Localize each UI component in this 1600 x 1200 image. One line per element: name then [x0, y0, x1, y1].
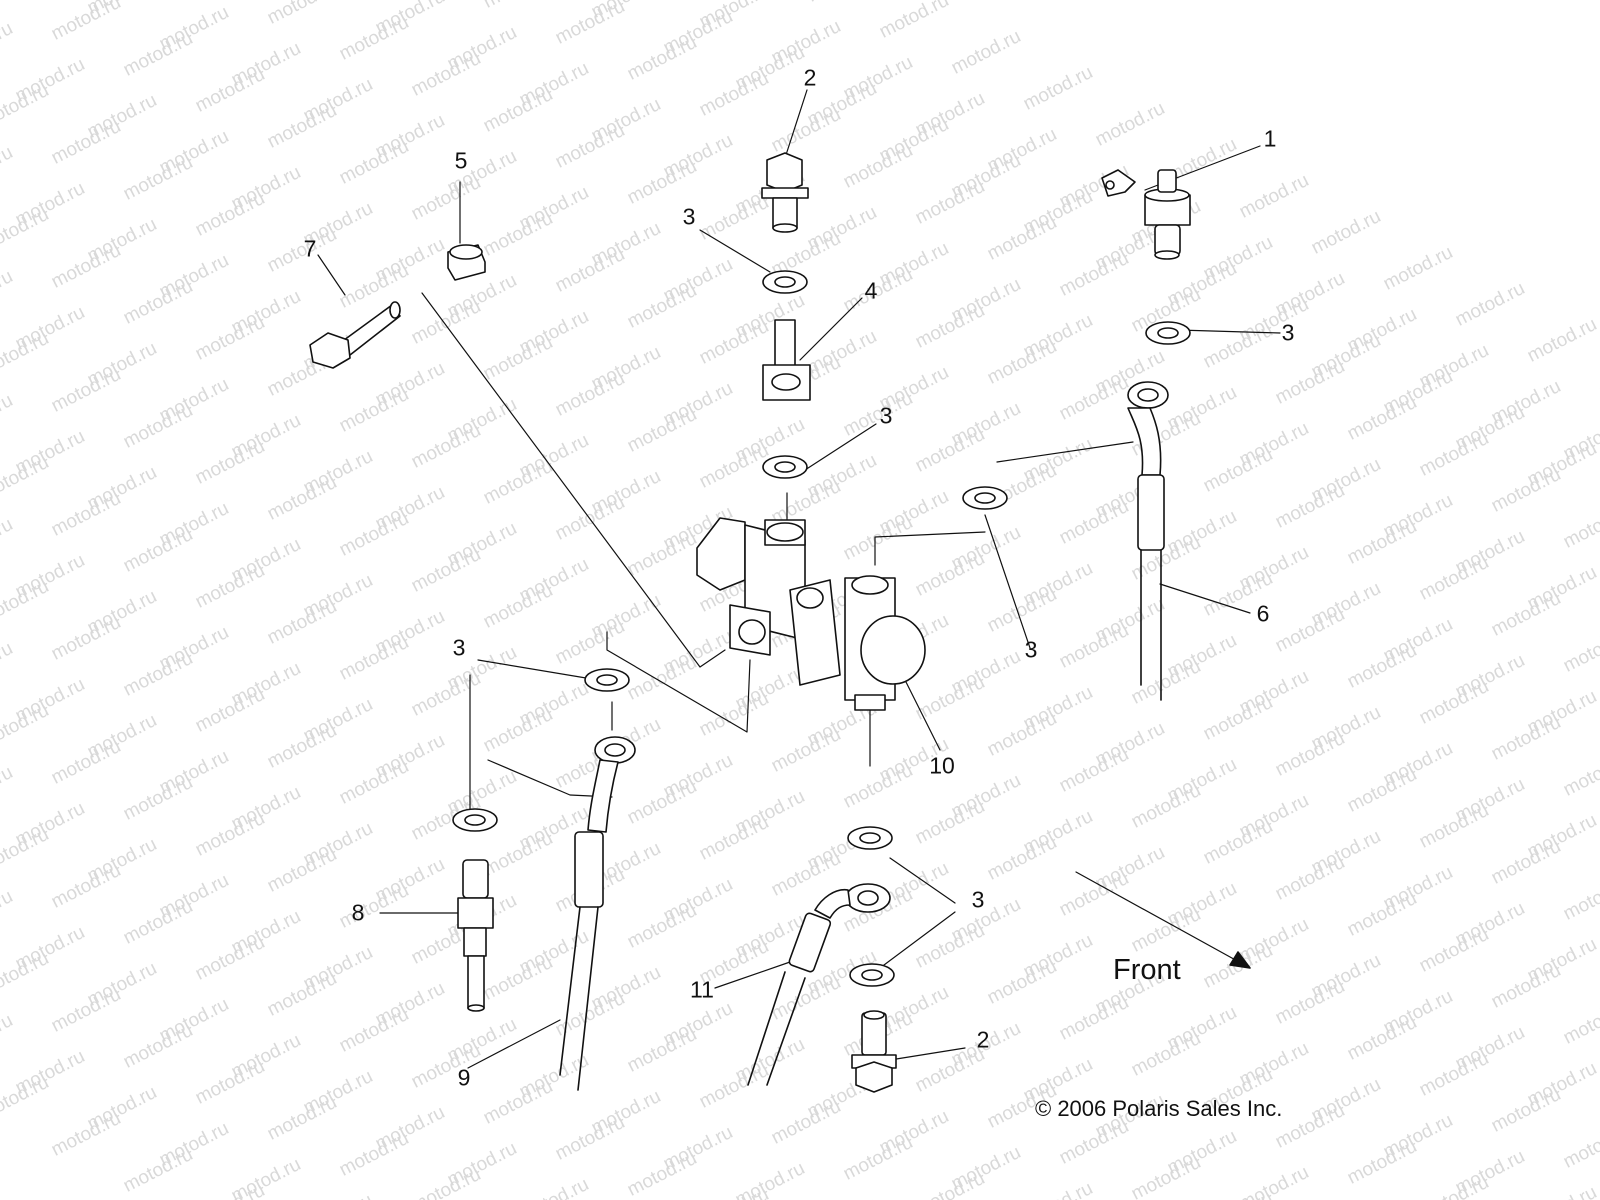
- leader-lines: [317, 89, 1281, 1069]
- part-7-bolt: [309, 301, 401, 369]
- callout-10: 10: [929, 752, 955, 779]
- front-label: Front: [1113, 954, 1181, 986]
- part-8-bleeder-fitting: [457, 859, 494, 1012]
- part-1-switch: [1101, 169, 1191, 260]
- callout-7: 7: [303, 235, 317, 262]
- part-11-brake-line: [747, 883, 891, 1086]
- callout-6: 6: [1256, 600, 1270, 627]
- callout-3-right-top: 3: [1281, 319, 1295, 346]
- callout-1: 1: [1263, 125, 1277, 152]
- part-2-banjo-bolt-bottom: [851, 1010, 897, 1093]
- copyright: © 2006 Polaris Sales Inc.: [1035, 1096, 1283, 1121]
- callout-2-top: 2: [803, 64, 817, 91]
- front-arrow-head: [1229, 951, 1251, 969]
- callout-8: 8: [351, 899, 365, 926]
- callout-3-top-left: 3: [682, 203, 696, 230]
- callout-5: 5: [454, 147, 468, 174]
- callout-3-left: 3: [452, 634, 466, 661]
- callout-3-center: 3: [879, 402, 893, 429]
- sealing-washers: [452, 270, 1191, 987]
- part-10-distribution-block: [696, 517, 926, 711]
- part-9-brake-line: [559, 736, 636, 1091]
- callout-3-bottom: 3: [971, 886, 985, 913]
- part-4-banjo-fitting: [762, 319, 811, 401]
- callout-11: 11: [690, 976, 714, 1003]
- callout-9: 9: [457, 1064, 471, 1091]
- callout-2-bottom: 2: [976, 1026, 990, 1053]
- part-5-grommet: [447, 244, 486, 281]
- part-2-banjo-bolt-top: [761, 152, 809, 233]
- callout-3-right-mid: 3: [1024, 636, 1038, 663]
- callout-4: 4: [864, 277, 878, 304]
- part-6-brake-line: [1127, 381, 1169, 701]
